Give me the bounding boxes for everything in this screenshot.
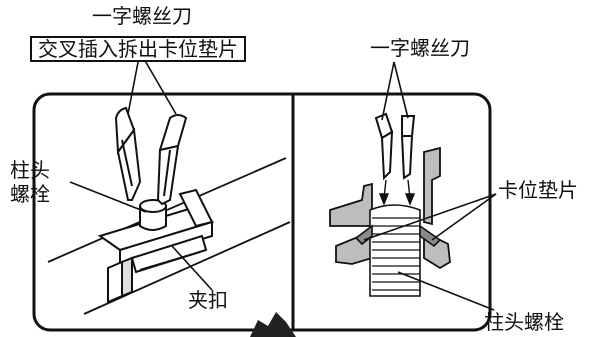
bracket-right [423, 146, 451, 270]
screwdriver-left-a [114, 106, 142, 201]
screwdriver-label-right: 一字螺丝刀 [370, 36, 470, 60]
stud-bolt-right [369, 204, 421, 297]
screwdriver-right-a [374, 112, 394, 181]
diagram-frame [32, 92, 492, 332]
bottom-shadow [250, 312, 296, 337]
left-panel [47, 51, 291, 315]
bracket-left [329, 182, 373, 265]
stud-bolt-label-right: 柱头螺栓 [484, 310, 564, 334]
clip-label: 夹扣 [188, 288, 228, 312]
screwdriver-left-b [156, 114, 188, 206]
stud-bolt-label-left-line2: 螺栓 [10, 182, 50, 206]
insert-instruction-label: 交叉插入拆出卡位垫片 [30, 36, 246, 62]
stud-bolt-label-left: 柱头 螺栓 [10, 158, 50, 206]
insert-arrows [378, 179, 416, 206]
stud-bolt-left [139, 199, 167, 231]
shim-pieces [354, 224, 442, 248]
stud-bolt-label-left-line1: 柱头 [10, 158, 50, 182]
right-panel [329, 61, 497, 311]
screwdriver-label-left: 一字螺丝刀 [92, 4, 192, 28]
shim-label: 卡位垫片 [498, 178, 578, 202]
screwdriver-right-b [400, 115, 416, 180]
